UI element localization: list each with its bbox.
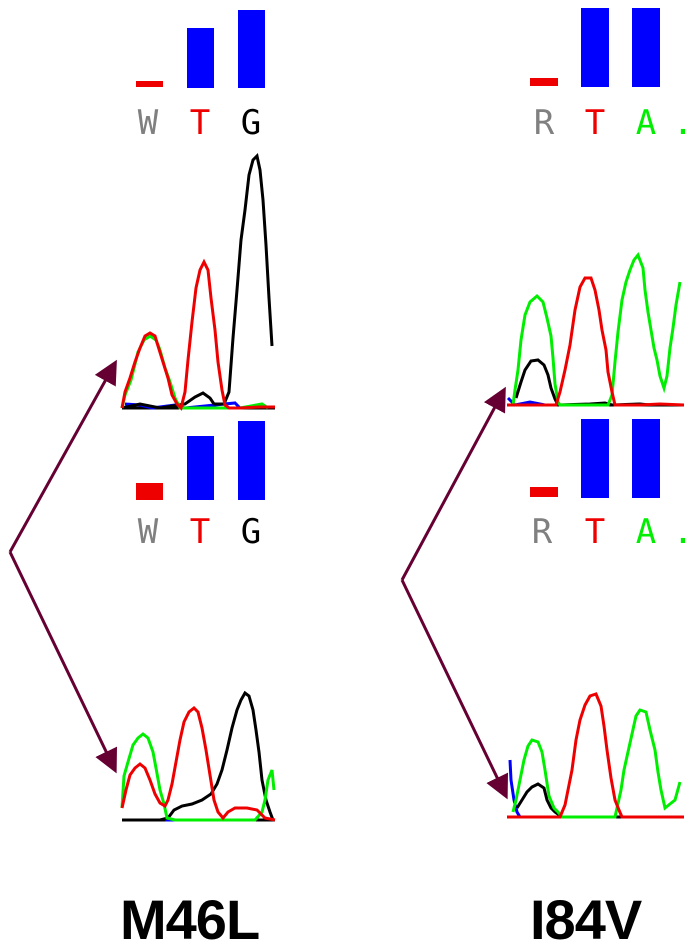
arrow-m46l-down-icon bbox=[8, 551, 118, 774]
trace-G-i84v-bottom bbox=[515, 782, 684, 819]
quality-bar-m46l-top-2 bbox=[238, 10, 265, 88]
mutation-label-i84v: I84V bbox=[530, 888, 642, 951]
trace-T-m46l-bottom bbox=[120, 705, 276, 822]
trace-T-m46l-top bbox=[120, 258, 275, 411]
trace-G-m46l-bottom bbox=[122, 690, 275, 822]
quality-bar-i84v-top-2 bbox=[632, 8, 660, 87]
arrow-i84v-down-icon bbox=[400, 579, 509, 800]
quality-bar-m46l-top-0 bbox=[136, 81, 163, 87]
base-call-m46l-bottom-2: G bbox=[240, 512, 262, 552]
base-call-i84v-bottom-0: R bbox=[531, 512, 553, 552]
quality-bar-m46l-top-1 bbox=[187, 28, 214, 88]
quality-bar-m46l-bottom-1 bbox=[187, 436, 214, 500]
quality-bar-i84v-bottom-2 bbox=[632, 419, 660, 498]
quality-bar-m46l-bottom-2 bbox=[238, 421, 265, 500]
trace-A-m46l-bottom bbox=[120, 732, 276, 822]
base-call-i84v-top-0: R bbox=[533, 103, 555, 143]
trace-layer bbox=[120, 152, 685, 822]
base-call-i84v-bottom-1: T bbox=[584, 512, 606, 552]
base-call-i84v-top-3: . bbox=[672, 103, 692, 143]
base-call-i84v-top-1: T bbox=[584, 103, 606, 143]
arrow-m46l-up-icon bbox=[8, 359, 117, 553]
arrow-layer bbox=[8, 359, 509, 800]
trace-A-i84v-bottom bbox=[511, 708, 682, 819]
base-call-i84v-top-2: A bbox=[635, 103, 657, 143]
quality-bar-i84v-top-0 bbox=[530, 78, 558, 86]
trace-T-i84v-top bbox=[507, 276, 685, 407]
arrow-i84v-up-icon bbox=[400, 386, 506, 581]
trace-T-i84v-bottom bbox=[507, 692, 684, 819]
base-call-i84v-bottom-2: A bbox=[635, 512, 657, 552]
quality-bar-m46l-bottom-0 bbox=[136, 483, 163, 500]
base-call-m46l-bottom-1: T bbox=[189, 512, 211, 552]
quality-bar-i84v-bottom-1 bbox=[581, 419, 609, 498]
base-call-i84v-bottom-3: . bbox=[672, 512, 692, 552]
mutation-label-m46l: M46L bbox=[120, 888, 260, 951]
base-call-m46l-top-2: G bbox=[240, 103, 262, 143]
trace-A-i84v-top bbox=[511, 252, 682, 407]
trace-G-m46l-top bbox=[121, 152, 274, 410]
base-call-m46l-bottom-0: W bbox=[137, 512, 159, 552]
quality-bar-i84v-bottom-0 bbox=[530, 487, 558, 497]
quality-bars-layer bbox=[136, 8, 660, 500]
quality-bar-i84v-top-1 bbox=[581, 8, 609, 87]
base-call-m46l-top-0: W bbox=[137, 103, 159, 143]
base-call-m46l-top-1: T bbox=[189, 103, 211, 143]
